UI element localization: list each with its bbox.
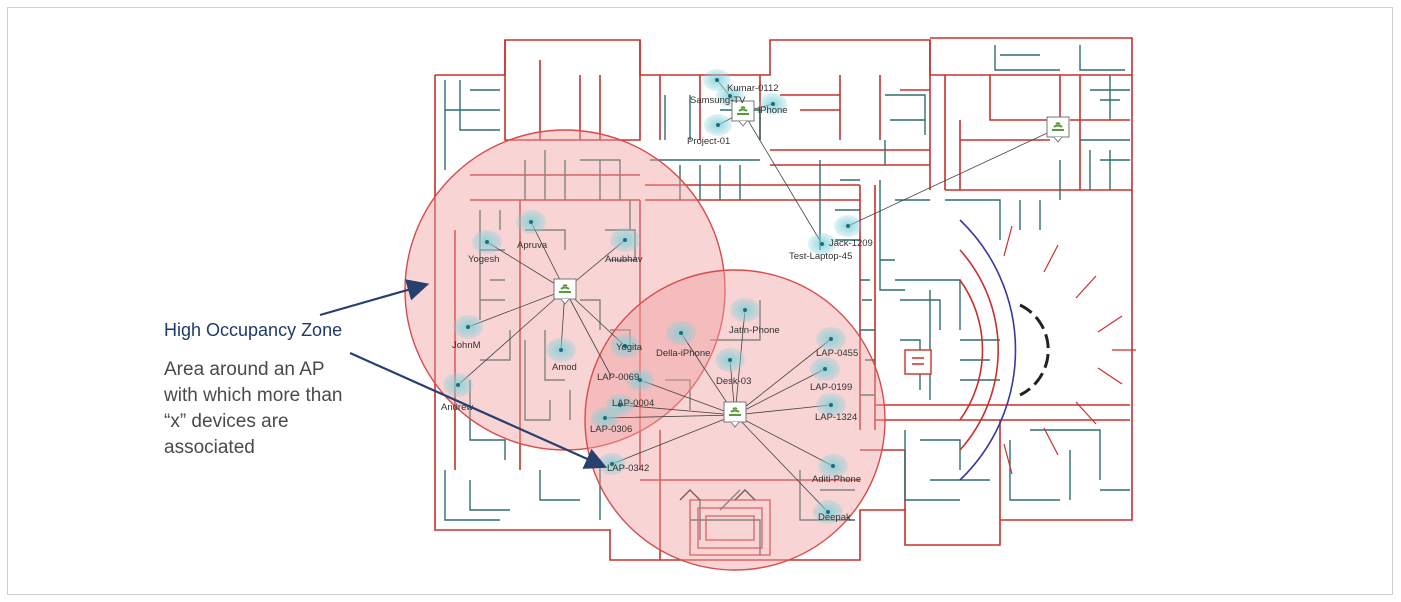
device-label: Jack-1209 bbox=[829, 238, 873, 249]
access-point-icon bbox=[723, 401, 747, 428]
device-label: Yogita bbox=[616, 342, 643, 353]
access-points bbox=[553, 100, 1070, 428]
callout-description: Area around an AP with which more than “… bbox=[164, 357, 414, 461]
device-label: LAP-0199 bbox=[810, 382, 852, 393]
device-label: Project-01 bbox=[687, 136, 730, 147]
device-label: iPhone bbox=[758, 105, 788, 116]
device-label: Jatin-Phone bbox=[729, 325, 780, 336]
device-label: Test-Laptop-45 bbox=[789, 251, 852, 262]
device-label: JohnM bbox=[452, 340, 481, 351]
device-label: Desk-03 bbox=[716, 376, 751, 387]
device-label: Deepak bbox=[818, 512, 851, 523]
access-point-icon bbox=[553, 278, 577, 305]
device-label: Yogesh bbox=[468, 254, 499, 265]
device-label: Amod bbox=[552, 362, 577, 373]
callout-description-line: Area around an AP bbox=[164, 359, 325, 380]
device-labels: Kumar-0112 Samsung-TV iPhone Project-01 … bbox=[441, 83, 873, 523]
callout-description-line: associated bbox=[164, 437, 255, 458]
callout-arrows bbox=[319, 279, 608, 469]
device-label: LAP-0342 bbox=[607, 463, 649, 474]
device-label: LAP-0455 bbox=[816, 348, 858, 359]
arrow-to-device bbox=[349, 351, 608, 469]
device-dots bbox=[456, 78, 850, 514]
device-label: LAP-0069 bbox=[597, 372, 639, 383]
device-label: Andrew bbox=[441, 402, 473, 413]
device-label: Samsung-TV bbox=[690, 95, 746, 106]
device-label: Apruva bbox=[517, 240, 548, 251]
device-label: Kumar-0112 bbox=[727, 83, 779, 94]
device-label: LAP-0004 bbox=[612, 398, 654, 409]
device-label: Aditi-Phone bbox=[812, 474, 861, 485]
access-point-icon bbox=[731, 100, 755, 127]
arrow-to-zone bbox=[319, 279, 430, 317]
building-walls bbox=[434, 37, 1136, 561]
callout-description-line: with which more than bbox=[164, 385, 343, 406]
device-label: Della-iPhone bbox=[656, 348, 710, 359]
callout-description-line: “x” devices are bbox=[164, 411, 289, 432]
device-label: LAP-1324 bbox=[815, 412, 857, 423]
device-label: Anubhav bbox=[605, 254, 643, 265]
access-point-icon bbox=[1046, 116, 1070, 143]
device-label: LAP-0306 bbox=[590, 424, 632, 435]
callout-title: High Occupancy Zone bbox=[164, 320, 343, 340]
